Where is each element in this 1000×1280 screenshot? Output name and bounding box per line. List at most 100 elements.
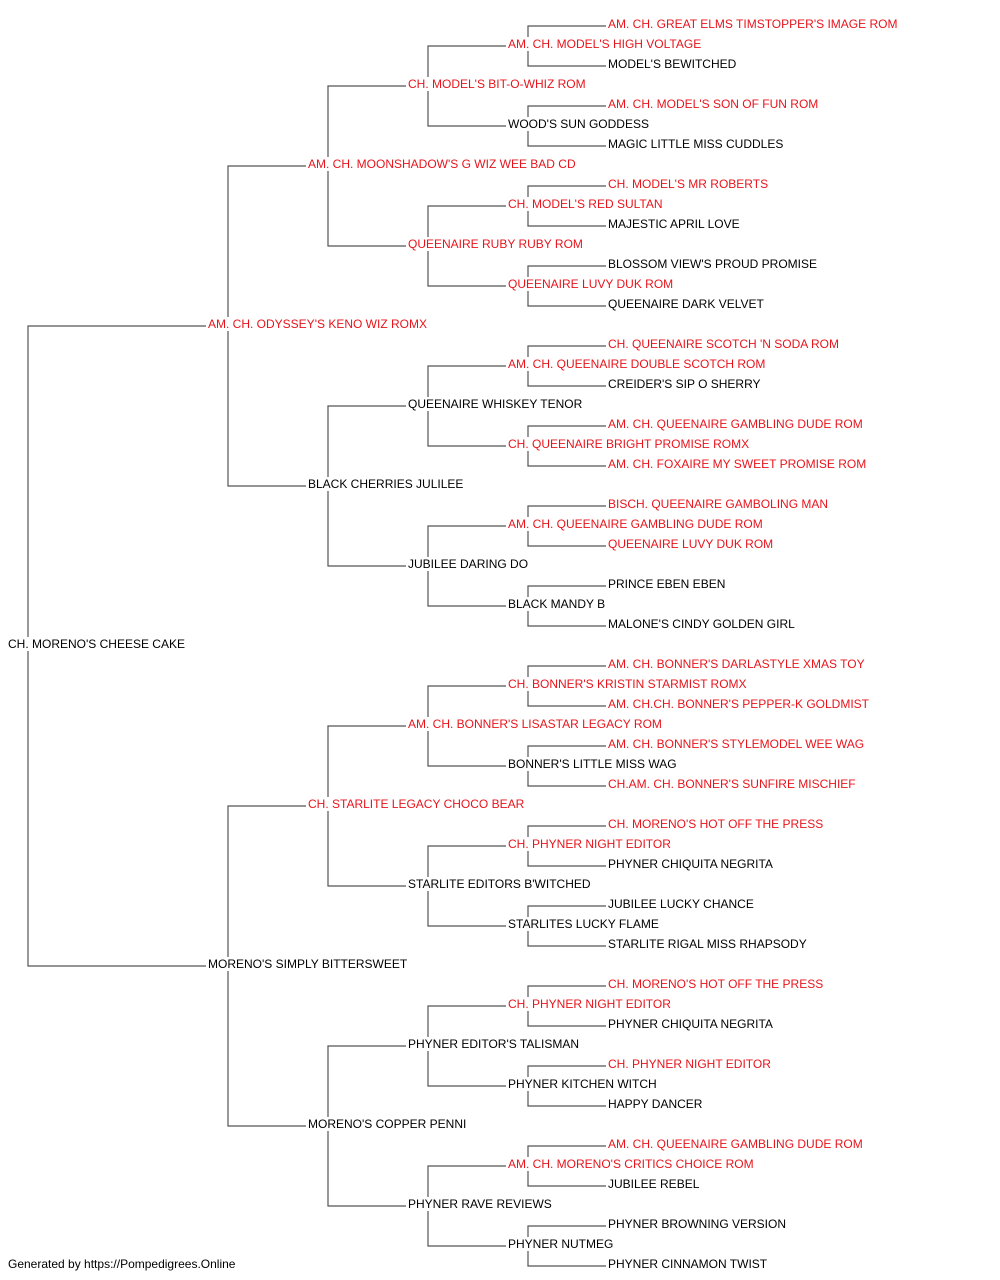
pedigree-node-gen3: PHYNER RAVE REVIEWS [406, 1197, 554, 1211]
sire-connector [327, 1045, 406, 1117]
sire-connector [327, 725, 406, 797]
dam-connector [527, 931, 606, 947]
sire-connector [527, 425, 606, 437]
dam-connector [527, 1171, 606, 1187]
dam-connector [527, 451, 606, 467]
sire-connector [527, 1065, 606, 1077]
sire-connector [227, 165, 306, 317]
pedigree-node-gen5: AM. CH. BONNER'S DARLASTYLE XMAS TOY [606, 657, 867, 671]
sire-connector [527, 985, 606, 997]
sire-connector [527, 905, 606, 917]
pedigree-node-gen5: HAPPY DANCER [606, 1097, 705, 1111]
sire-connector [327, 85, 406, 157]
pedigree-node-gen3: PHYNER EDITOR'S TALISMAN [406, 1037, 581, 1051]
pedigree-node-gen2: MORENO'S COPPER PENNI [306, 1117, 469, 1131]
pedigree-node-gen5: QUEENAIRE LUVY DUK ROM [606, 537, 776, 551]
dam-connector [527, 1011, 606, 1027]
dam-connector [527, 771, 606, 787]
pedigree-node-gen5: MAJESTIC APRIL LOVE [606, 217, 742, 231]
pedigree-node-gen4: STARLITES LUCKY FLAME [506, 917, 661, 931]
sire-connector [427, 685, 506, 717]
pedigree-node-gen5: MALONE'S CINDY GOLDEN GIRL [606, 617, 797, 631]
sire-connector [327, 405, 406, 477]
pedigree-node-gen2: AM. CH. MOONSHADOW'S G WIZ WEE BAD CD [306, 157, 578, 171]
pedigree-node-gen5: CH.AM. CH. BONNER'S SUNFIRE MISCHIEF [606, 777, 858, 791]
dam-connector [527, 131, 606, 147]
pedigree-node-gen4: AM. CH. QUEENAIRE GAMBLING DUDE ROM [506, 517, 765, 531]
pedigree-node-gen3: STARLITE EDITORS B'WITCHED [406, 877, 593, 891]
pedigree-node-gen5: CH. MODEL'S MR ROBERTS [606, 177, 771, 191]
pedigree-node-gen5: BLOSSOM VIEW'S PROUD PROMISE [606, 257, 819, 271]
pedigree-node-gen5: AM. CH. MODEL'S SON OF FUN ROM [606, 97, 821, 111]
dam-connector [527, 211, 606, 227]
sire-connector [527, 105, 606, 117]
dam-connector [227, 971, 306, 1127]
pedigree-node-gen1: MORENO'S SIMPLY BITTERSWEET [206, 957, 410, 971]
pedigree-node-gen5: JUBILEE LUCKY CHANCE [606, 897, 756, 911]
dam-connector [527, 691, 606, 707]
pedigree-node-gen5: AM. CH. QUEENAIRE GAMBLING DUDE ROM [606, 417, 865, 431]
pedigree-node-gen5: BISCH. QUEENAIRE GAMBOLING MAN [606, 497, 831, 511]
sire-connector [527, 25, 606, 37]
sire-connector [527, 185, 606, 197]
pedigree-node-gen5: AM. CH.CH. BONNER'S PEPPER-K GOLDMIST [606, 697, 871, 711]
pedigree-node-gen4: QUEENAIRE LUVY DUK ROM [506, 277, 676, 291]
dam-connector [327, 811, 406, 887]
pedigree-node-gen5: CH. MORENO'S HOT OFF THE PRESS [606, 977, 826, 991]
sire-connector [427, 205, 506, 237]
sire-connector [527, 825, 606, 837]
dam-connector [327, 491, 406, 567]
sire-connector [527, 1225, 606, 1237]
pedigree-node-gen5: CREIDER'S SIP O SHERRY [606, 377, 763, 391]
sire-connector [527, 585, 606, 597]
dam-connector [427, 731, 506, 767]
pedigree-node-gen5: PHYNER CHIQUITA NEGRITA [606, 1017, 775, 1031]
dam-connector [527, 851, 606, 867]
sire-connector [527, 265, 606, 277]
pedigree-node-gen5: MAGIC LITTLE MISS CUDDLES [606, 137, 786, 151]
dam-connector [527, 1091, 606, 1107]
pedigree-node-gen5: CH. MORENO'S HOT OFF THE PRESS [606, 817, 826, 831]
sire-connector [527, 505, 606, 517]
pedigree-node-gen5: AM. CH. BONNER'S STYLEMODEL WEE WAG [606, 737, 867, 751]
footer-credit: Generated by https://Pompedigrees.Online [8, 1257, 236, 1271]
pedigree-node-gen4: BLACK MANDY B [506, 597, 608, 611]
sire-connector [27, 325, 206, 637]
sire-connector [527, 1145, 606, 1157]
pedigree-node-gen4: AM. CH. QUEENAIRE DOUBLE SCOTCH ROM [506, 357, 768, 371]
sire-connector [527, 665, 606, 677]
pedigree-node-gen0: CH. MORENO'S CHEESE CAKE [6, 637, 187, 651]
pedigree-node-gen5: PRINCE EBEN EBEN [606, 577, 728, 591]
dam-connector [527, 51, 606, 67]
pedigree-node-gen3: AM. CH. BONNER'S LISASTAR LEGACY ROM [406, 717, 664, 731]
dam-connector [527, 291, 606, 307]
dam-connector [27, 651, 206, 967]
pedigree-node-gen5: QUEENAIRE DARK VELVET [606, 297, 766, 311]
pedigree-node-gen5: JUBILEE REBEL [606, 1177, 702, 1191]
pedigree-node-gen5: PHYNER CINNAMON TWIST [606, 1257, 770, 1271]
dam-connector [427, 251, 506, 287]
pedigree-node-gen3: CH. MODEL'S BIT-O-WHIZ ROM [406, 77, 588, 91]
pedigree-node-gen4: WOOD'S SUN GODDESS [506, 117, 651, 131]
pedigree-node-gen4: CH. BONNER'S KRISTIN STARMIST ROMX [506, 677, 749, 691]
sire-connector [427, 525, 506, 557]
dam-connector [527, 611, 606, 627]
dam-connector [327, 1131, 406, 1207]
pedigree-node-gen4: BONNER'S LITTLE MISS WAG [506, 757, 679, 771]
pedigree-node-gen5: PHYNER CHIQUITA NEGRITA [606, 857, 775, 871]
pedigree-node-gen3: QUEENAIRE RUBY RUBY ROM [406, 237, 585, 251]
dam-connector [427, 891, 506, 927]
sire-connector [427, 845, 506, 877]
dam-connector [527, 1251, 606, 1267]
sire-connector [527, 745, 606, 757]
pedigree-node-gen5: MODEL'S BEWITCHED [606, 57, 739, 71]
sire-connector [227, 805, 306, 957]
dam-connector [427, 411, 506, 447]
pedigree-node-gen4: AM. CH. MODEL'S HIGH VOLTAGE [506, 37, 704, 51]
pedigree-node-gen3: QUEENAIRE WHISKEY TENOR [406, 397, 585, 411]
pedigree-node-gen5: AM. CH. GREAT ELMS TIMSTOPPER'S IMAGE RO… [606, 17, 900, 31]
sire-connector [427, 1165, 506, 1197]
pedigree-node-gen4: CH. PHYNER NIGHT EDITOR [506, 997, 673, 1011]
